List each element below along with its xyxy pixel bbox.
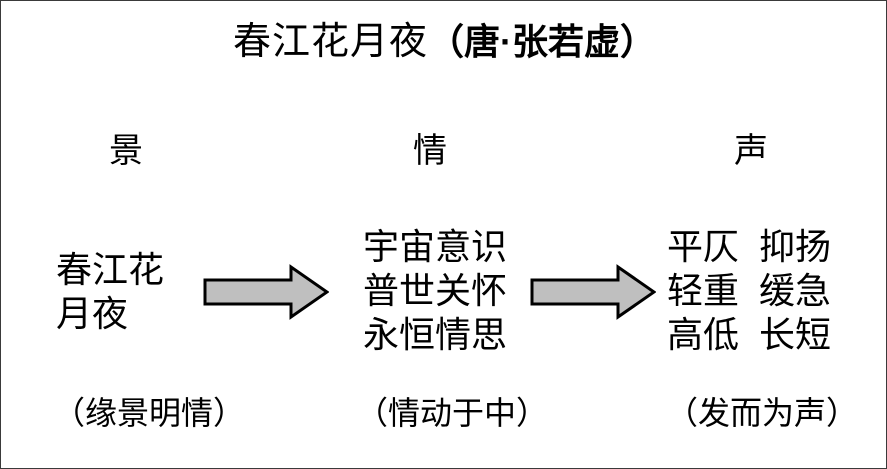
caption-scene: （缘景明情） xyxy=(53,395,246,431)
column-body-scene: 春江花 月夜 xyxy=(56,248,164,336)
column-body-sound-row-1-right: 抑扬 xyxy=(759,227,832,267)
column-body-sound-row-3-left: 高低 xyxy=(667,315,740,355)
caption-sound: （发而为声） xyxy=(666,395,859,431)
column-body-sound: 平仄抑扬 轻重缓急 高低长短 xyxy=(667,225,831,357)
page-title: 春江花月夜（唐·张若虚） xyxy=(1,21,886,63)
column-body-emotion-line-3: 永恒情思 xyxy=(363,315,508,355)
column-header-emotion: 情 xyxy=(413,133,447,170)
column-header-sound: 声 xyxy=(734,133,768,170)
column-body-sound-row-3: 高低长短 xyxy=(667,313,831,357)
arrow-scene-to-emotion-icon xyxy=(203,264,329,320)
column-body-sound-row-1-left: 平仄 xyxy=(667,227,740,267)
column-body-sound-row-2: 轻重缓急 xyxy=(667,269,831,313)
column-body-emotion-line-2: 普世关怀 xyxy=(363,271,508,311)
column-body-sound-row-2-right: 缓急 xyxy=(759,271,832,311)
title-poem-name: 春江花月夜 xyxy=(232,21,428,63)
column-body-scene-line-1: 春江花 xyxy=(56,250,165,290)
column-body-scene-line-2: 月夜 xyxy=(56,294,129,334)
title-author: （唐·张若虚） xyxy=(428,21,656,62)
column-body-sound-row-2-left: 轻重 xyxy=(667,271,740,311)
column-body-emotion: 宇宙意识 普世关怀 永恒情思 xyxy=(363,225,507,357)
column-body-emotion-line-1: 宇宙意识 xyxy=(363,227,508,267)
column-body-sound-row-3-right: 长短 xyxy=(759,315,832,355)
caption-emotion: （情动于中） xyxy=(356,395,549,431)
column-body-sound-row-1: 平仄抑扬 xyxy=(667,225,831,269)
arrow-emotion-to-sound-icon xyxy=(530,264,656,320)
column-header-scene: 景 xyxy=(109,133,143,170)
